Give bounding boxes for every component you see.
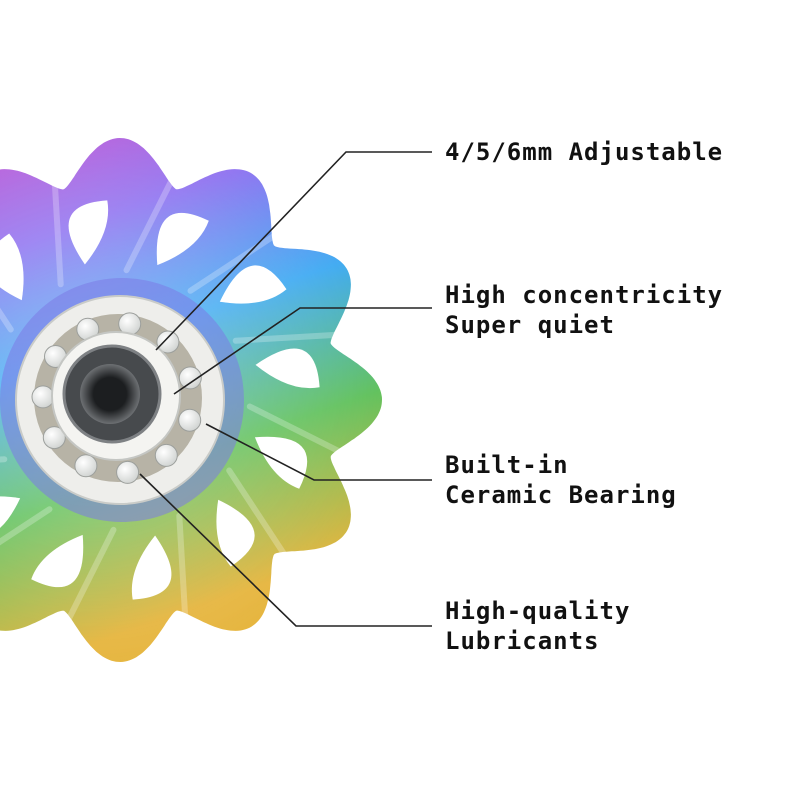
- callout-concentricity: High concentricity Super quiet: [445, 280, 723, 340]
- spoke-highlight: [0, 307, 14, 333]
- bearing-ball: [154, 443, 178, 467]
- callout-lubricant-line1: High-quality: [445, 597, 631, 625]
- callout-adjustable: 4/5/6mm Adjustable: [445, 137, 723, 167]
- bearing-ball: [178, 408, 202, 432]
- callout-lubricant: High-quality Lubricants: [445, 596, 630, 656]
- spoke-highlight: [176, 512, 189, 619]
- bearing-ball: [74, 454, 98, 478]
- spoke-highlight: [51, 181, 64, 288]
- axle-hole: [80, 364, 140, 424]
- bearing-ball: [156, 330, 180, 354]
- spoke-highlight: [0, 506, 53, 546]
- spoke-highlight: [246, 403, 343, 455]
- callout-concentricity-line2: Super quiet: [445, 311, 615, 339]
- leader-line-lubricant: [139, 473, 432, 627]
- bearing-ball: [116, 460, 140, 484]
- ceramic-bearing: [0, 278, 244, 522]
- leader-lines: [139, 151, 432, 627]
- spoke-highlight: [123, 177, 175, 274]
- spoke-highlight: [65, 526, 117, 623]
- callout-concentricity-line1: High concentricity: [445, 281, 724, 309]
- callout-lubricant-line2: Lubricants: [445, 627, 600, 655]
- callout-bearing-line2: Ceramic Bearing: [445, 481, 677, 509]
- leader-line-bearing: [205, 423, 432, 481]
- spoke-shading: [0, 177, 343, 623]
- bearing-ball: [42, 426, 66, 450]
- spoke-highlight: [226, 467, 288, 557]
- bearing-ball: [31, 385, 55, 409]
- bearing-ball: [178, 366, 202, 390]
- spoke-highlight: [187, 232, 277, 294]
- leader-line-concentricity: [173, 307, 432, 395]
- callout-bearing-line1: Built-in: [445, 451, 569, 479]
- leader-line-adjustable: [155, 151, 432, 351]
- callout-adjustable-text: 4/5/6mm Adjustable: [445, 138, 724, 166]
- callout-bearing: Built-in Ceramic Bearing: [445, 450, 677, 510]
